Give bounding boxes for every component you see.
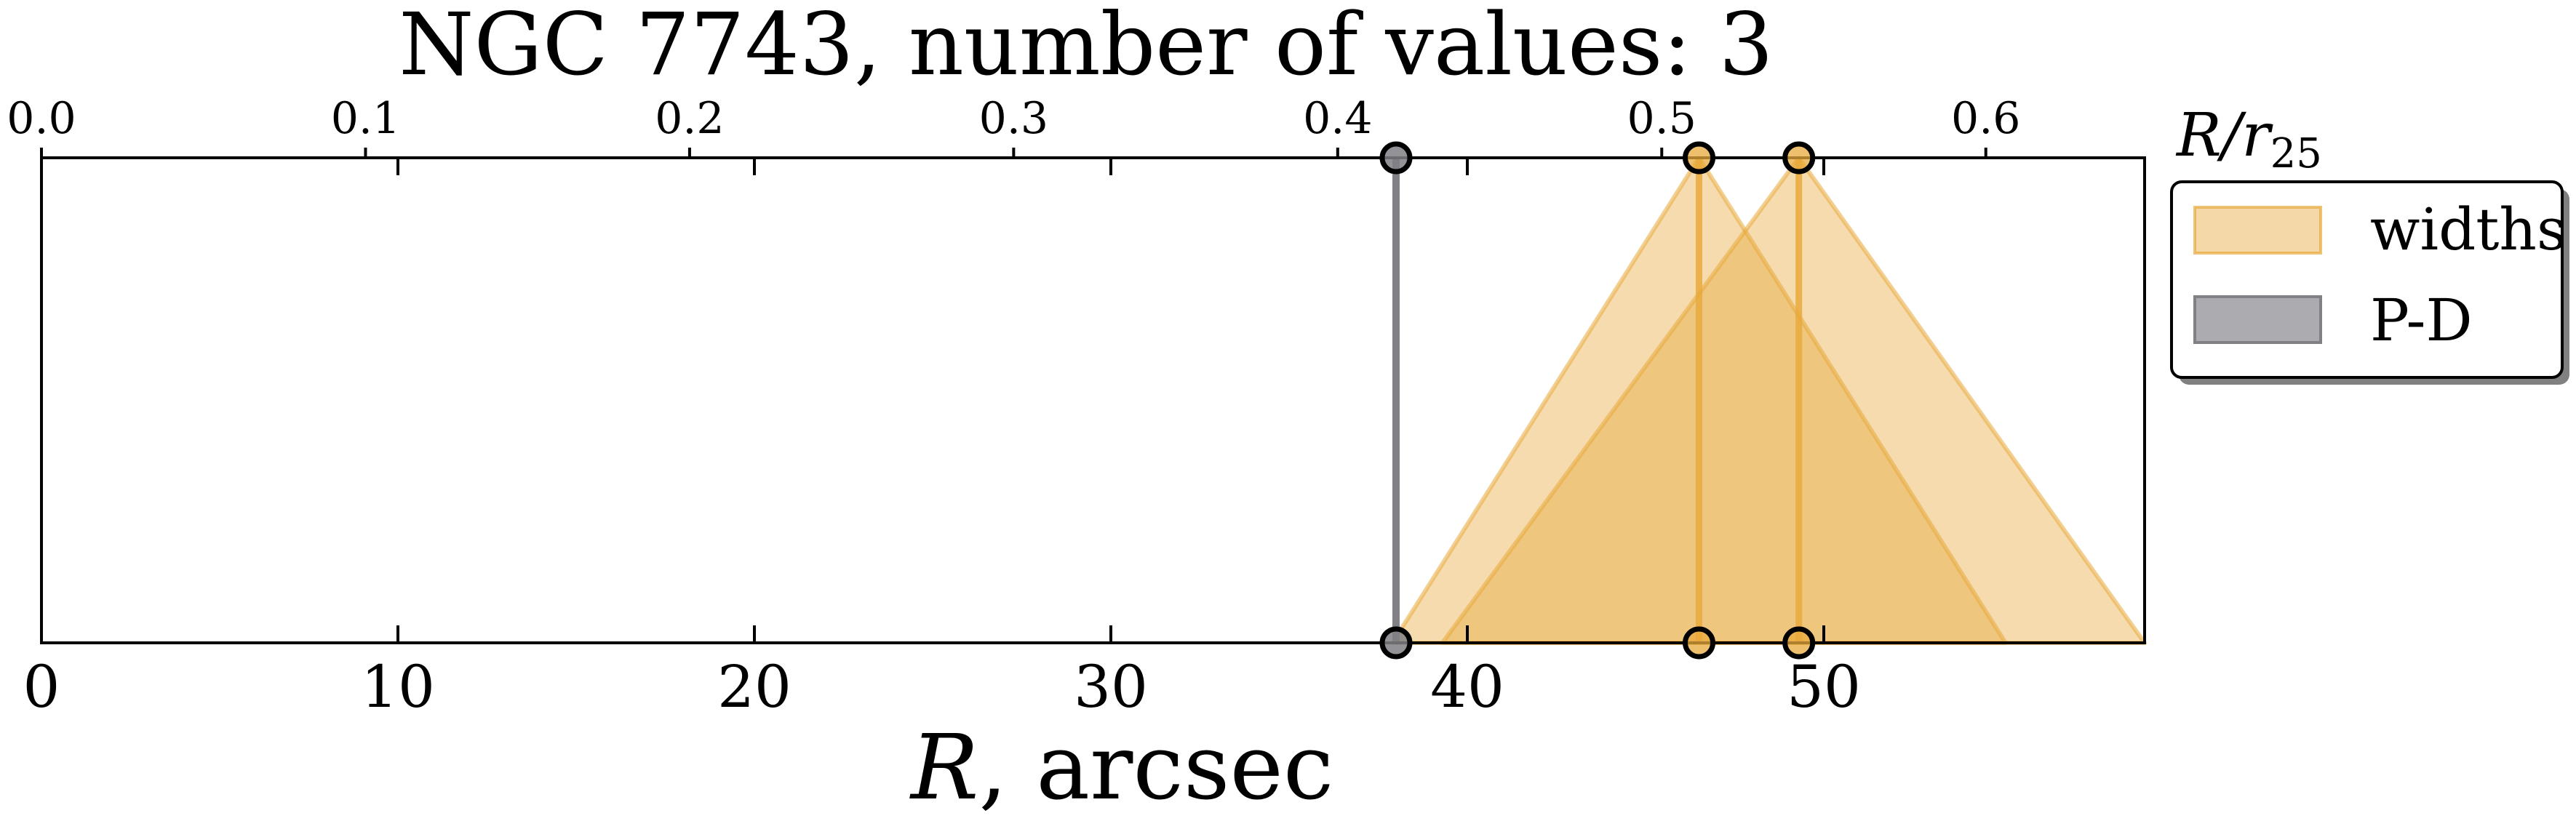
- pd-marker-bottom: [1379, 626, 1413, 660]
- legend-swatch-widths: [2193, 206, 2322, 255]
- markers-layer: [1379, 141, 1816, 660]
- bottom-tick-label-3: 30: [1074, 653, 1148, 721]
- bottom-tick-label-1: 10: [361, 653, 435, 721]
- top-tick-label-4: 0.4: [1303, 93, 1372, 144]
- top-tick-label-0: 0.0: [7, 93, 76, 144]
- top-axis-label: R/r25: [2175, 101, 2322, 177]
- top-axis-ticks: 0.0 0.1 0.2 0.3 0.4 0.5 0.6: [7, 93, 2020, 158]
- width-marker-1-bottom: [1782, 626, 1816, 660]
- legend: widths P-D: [2170, 180, 2569, 385]
- bottom-axis-ticks: 0 10 20 30 40 50: [23, 158, 1861, 721]
- x-axis-label: R, arcsec: [909, 716, 1333, 820]
- top-tick-label-5: 0.5: [1627, 93, 1696, 144]
- top-tick-label-6: 0.6: [1951, 93, 2020, 144]
- width-marker-1-top: [1782, 141, 1816, 175]
- width-marker-0-top: [1683, 141, 1715, 175]
- top-tick-label-3: 0.3: [979, 93, 1048, 144]
- chart-title: NGC 7743, number of values: 3: [399, 0, 1774, 95]
- top-axis-label-main: R/r: [2175, 101, 2273, 170]
- x-axis-label-suffix: , arcsec: [978, 716, 1333, 820]
- widths-layer: [1390, 156, 2147, 645]
- top-tick-label-2: 0.2: [655, 93, 724, 144]
- x-axis-label-main: R: [909, 716, 978, 820]
- bottom-tick-label-5: 50: [1787, 653, 1861, 721]
- bottom-tick-label-0: 0: [23, 653, 60, 721]
- pd-marker-top: [1379, 141, 1413, 175]
- bottom-tick-label-2: 20: [717, 653, 791, 721]
- legend-swatch-pd: [2193, 295, 2322, 344]
- axes-frame: [40, 156, 2146, 644]
- bottom-tick-label-4: 40: [1430, 653, 1504, 721]
- top-tick-label-1: 0.1: [331, 93, 400, 144]
- legend-label-widths: widths: [2370, 196, 2567, 263]
- legend-label-pd: P-D: [2370, 287, 2473, 354]
- top-axis-label-sub: 25: [2270, 130, 2322, 177]
- width-marker-0-bottom: [1683, 626, 1715, 660]
